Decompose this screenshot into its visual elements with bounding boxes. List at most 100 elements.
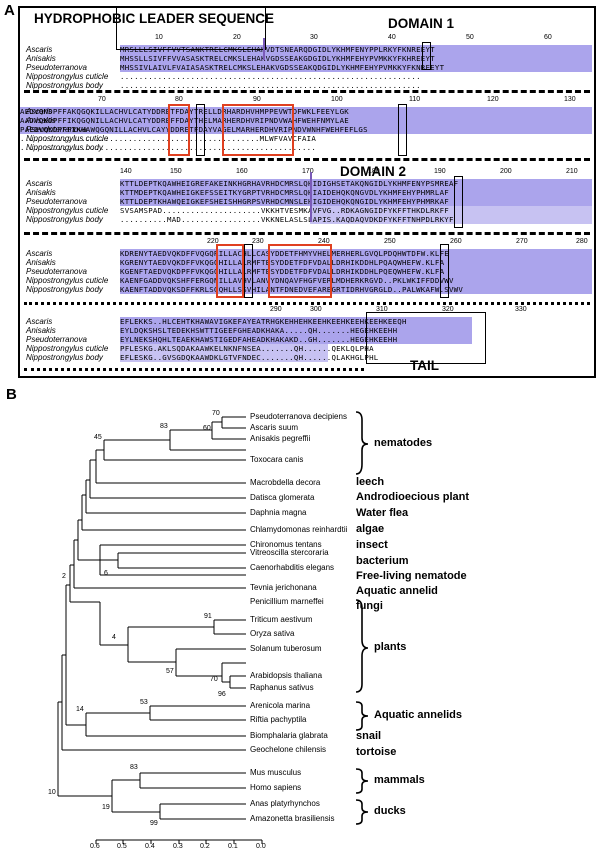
conserved-residue-box (422, 42, 431, 70)
tree-leaf: Vitreoscilla stercoraria (250, 548, 329, 557)
sequence-row: KTTLDEPTKQAWHEIGREFAKEINKHGRHAVRHDCMRSLQ… (120, 179, 459, 188)
group-label: Free-living nematode (356, 570, 467, 582)
group-label: Water flea (356, 507, 409, 519)
sequence-row: MHSSLLSIVFFVVASASKTRELCMKSLEHAKVGDSSEAKG… (120, 54, 435, 63)
organism-label: Anisakis (26, 258, 56, 267)
tree-leaf: Pseudoterranova decipiens (250, 412, 347, 421)
tree-leaf: Chlamydomonas reinhardtii (250, 525, 348, 534)
tree-leaf: Toxocara canis (250, 455, 304, 464)
domain1-label: DOMAIN 1 (388, 16, 455, 31)
bootstrap-value: 14 (76, 706, 84, 713)
conserved-residue-box (196, 104, 205, 156)
sequence-row: KTTMDEPTKQAWHEIGKEFSSEITKYGRPTVRHDCMRSLQ… (120, 188, 449, 197)
organism-label: Anisakis (26, 326, 56, 335)
bootstrap-value: 6 (104, 570, 108, 577)
bootstrap-value: 96 (218, 691, 226, 698)
motif-box-red (168, 104, 190, 156)
organism-label: Ascaris (26, 45, 53, 54)
sequence-row: PAEDVQKDPFFIKHAWQGQNILLACHVLCAYYDDRETFDA… (20, 125, 368, 134)
tree-leaf: Biomphalaria glabrata (250, 731, 328, 740)
tail-label: TAIL (410, 358, 439, 373)
cleavage-marker (263, 38, 265, 60)
tree-leaf: Geochelone chilensis (250, 745, 327, 754)
block-separator (24, 158, 590, 161)
organism-label: Nippostrongylus body (26, 215, 103, 224)
sequence-row: EFLEKKS..HLCEHTKHAWAVIGKEFAYEATRHGKEHHEH… (120, 317, 407, 326)
organism-label: Nippostrongylus cuticle (26, 134, 109, 143)
alignment-panel: HYDROPHOBIC LEADER SEQUENCE DOMAIN 1 DOM… (18, 6, 596, 378)
bootstrap-value: 83 (160, 423, 168, 430)
group-label: fungi (356, 600, 383, 612)
distance-axis (95, 839, 263, 844)
sequence-row: MRSLLLSIVFFVVTSANKTRELCMKSLEHAKVDTSNEARQ… (120, 45, 435, 54)
tree-leaf: Tevnia jerichonana (250, 583, 317, 592)
axis-tick-label: 0.2 (200, 843, 210, 850)
tree-leaf: Triticum aestivum (250, 615, 313, 624)
organism-label: Anisakis (26, 54, 56, 63)
group-label: Androdioecious plant (356, 491, 470, 503)
conserved-residue-box (454, 176, 463, 228)
conserved-residue-box (398, 104, 407, 156)
bootstrap-value: 2 (62, 573, 66, 580)
bootstrap-value: 60 (203, 425, 211, 432)
axis-tick-label: 0.3 (173, 843, 183, 850)
group-label: Aquatic annelids (374, 709, 463, 721)
panel-a-letter: A (4, 2, 15, 19)
organism-label: Pseudoterranova (26, 335, 87, 344)
organism-label: Pseudoterranova (26, 197, 87, 206)
group-label: insect (356, 539, 388, 551)
group-label: snail (356, 730, 382, 742)
tree-leaf: Datisca glomerata (250, 493, 315, 502)
organism-label: Pseudoterranova (26, 267, 87, 276)
tree-leaf: Arenicola marina (250, 701, 311, 710)
sequence-row: EYLDQKSHSLTEDEKHSWTTIGEEFGHEADKHAKA.....… (120, 326, 398, 335)
organism-label: Nippostrongylus cuticle (26, 72, 109, 81)
sequence-row: ........................................… (20, 143, 317, 152)
sequence-row: ........................................… (120, 81, 421, 90)
organism-label: Pseudoterranova (26, 125, 87, 134)
block-separator (24, 368, 364, 371)
tree-leaf: Macrobdella decora (250, 478, 321, 487)
phylogenetic-tree-panel: B (0, 380, 600, 851)
group-label: Aquatic annelid (356, 585, 438, 597)
sequence-row: KDRENYTAEDVQKDFFVQGQRILLACHLLCASYDDETFHM… (120, 249, 449, 258)
tail-box (366, 312, 486, 364)
group-braces (355, 411, 369, 825)
organism-label: Anisakis (26, 116, 56, 125)
axis-tick-label: 0.1 (228, 843, 238, 850)
sequence-row: MHSSIVLAIVLFVAIASASKTRELCMKSLEHAKVGDSSEA… (120, 63, 445, 72)
group-label: leech (356, 476, 385, 488)
organism-label: Ascaris (26, 249, 53, 258)
domain-boundary-marker (310, 172, 312, 222)
sequence-row: KGENFTAEDVQKDPFFVKQGQHILLALRMFTESYDDETFD… (120, 267, 445, 276)
bootstrap-value: 99 (150, 820, 158, 827)
sequence-row: SVSAMSPAD.....................VKKHTVESMK… (120, 206, 449, 215)
organism-label: Ascaris (26, 107, 53, 116)
bootstrap-value: 4 (112, 634, 116, 641)
axis-tick-label: 0.0 (256, 843, 266, 850)
sequence-row: EFLESKG..GVSGDQKAAWDKLGTVFNDEC.......QH.… (120, 353, 379, 362)
block-separator (24, 302, 590, 305)
bootstrap-value: 53 (140, 699, 148, 706)
group-label: mammals (374, 774, 425, 786)
group-label: ducks (374, 805, 406, 817)
group-label: tortoise (356, 746, 397, 758)
organism-label: Nippostrongylus cuticle (26, 276, 109, 285)
tree-leaf: Caenorhabditis elegans (250, 563, 335, 572)
organism-label: Ascaris (26, 179, 53, 188)
conserved-residue-box (440, 244, 449, 298)
axis-tick-label: 0.6 (90, 843, 100, 850)
organism-label: Nippostrongylus cuticle (26, 206, 109, 215)
tree-leaf: Anisakis pegreffii (250, 434, 311, 443)
bootstrap-value: 10 (48, 789, 56, 796)
motif-box-red (268, 244, 332, 298)
sequence-row: KAENFTADDVQKSDFFKRLSGQHLLSSVHILANTFDNEDV… (120, 285, 464, 294)
bootstrap-value: 91 (204, 613, 212, 620)
tree-leaf: Mus musculus (250, 768, 302, 777)
sequence-row: EYLNEKSHQHLTEAEKHAWSTIGEDFAHEADKHAKAKD..… (120, 335, 398, 344)
tree-branches (57, 411, 369, 844)
group-label: plants (374, 641, 407, 653)
tree-leaf: Ascaris suum (250, 423, 299, 432)
tree-leaf: Daphnia magna (250, 508, 307, 517)
organism-label: Ascaris (26, 317, 53, 326)
